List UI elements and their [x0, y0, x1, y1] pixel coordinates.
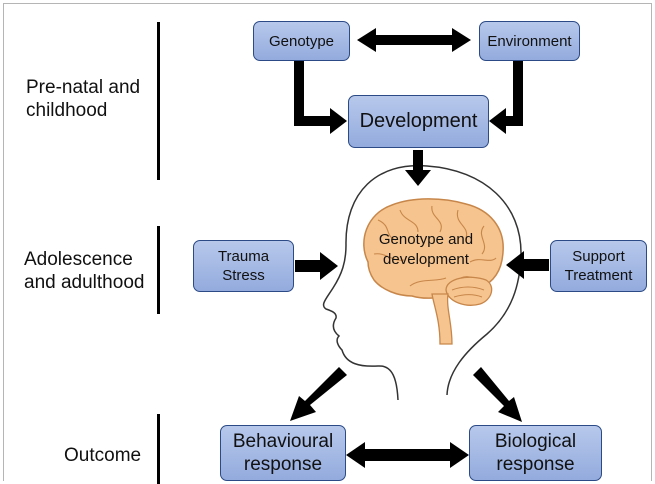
brain-label: Genotype and development: [378, 231, 474, 268]
arrow-development-brain: [405, 150, 431, 186]
support-treatment-box: Support Treatment: [550, 240, 647, 292]
stage-label-outcome: Outcome: [64, 445, 142, 466]
development-box: Development: [348, 95, 489, 148]
behavioural-response-box: Behavioural response: [220, 425, 346, 481]
stage-divider-outcome: [157, 414, 160, 484]
genotype-label: Genotype: [268, 32, 335, 50]
arrow-genotype-environment: [357, 28, 471, 52]
stage-divider-prenatal: [157, 22, 160, 180]
support-treatment-label: Support Treatment: [564, 248, 633, 284]
arrow-behavioural-biological: [346, 442, 469, 468]
stage-divider-adolescence: [157, 226, 160, 314]
trauma-stress-box: Trauma Stress: [193, 240, 294, 292]
biological-response-label: Biological response: [494, 431, 577, 475]
stage-label-adolescence: Adolescence and adulthood: [24, 249, 145, 293]
environment-label: Environment: [487, 32, 572, 50]
arrow-head-biological: [473, 367, 522, 422]
genotype-box: Genotype: [253, 21, 350, 61]
arrow-trauma-brain: [295, 252, 338, 280]
stage-label-prenatal: Pre-natal and childhood: [26, 77, 141, 121]
brain-icon: [363, 198, 504, 345]
diagram-frame: [3, 3, 652, 481]
biological-response-box: Biological response: [469, 425, 602, 481]
arrow-genotype-development: [294, 60, 347, 134]
trauma-stress-label: Trauma Stress: [217, 248, 270, 284]
arrow-environment-development: [489, 60, 523, 134]
behavioural-response-label: Behavioural response: [232, 431, 334, 475]
arrow-head-behavioural: [290, 367, 347, 421]
environment-box: Environment: [479, 21, 580, 61]
arrow-support-brain: [506, 251, 549, 279]
development-label: Development: [359, 110, 478, 132]
